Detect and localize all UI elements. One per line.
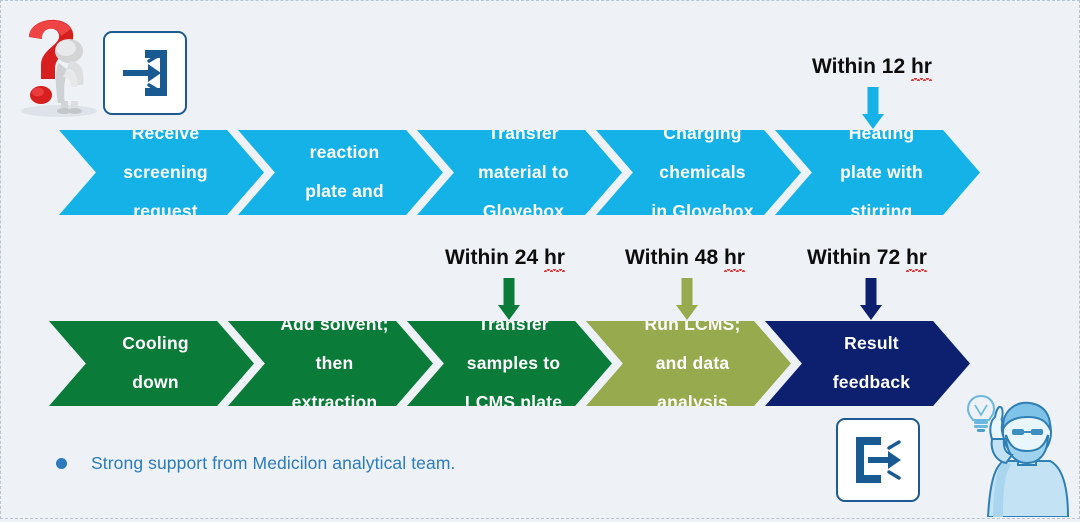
bullet-dot-icon — [56, 458, 67, 469]
step-result-feedback[interactable]: Result feedback — [765, 321, 970, 406]
step-label: Prepare reaction plate and vials — [305, 102, 384, 241]
step-charging-chemicals-in-glovebox[interactable]: Charging chemicals in Glovebox — [596, 130, 801, 215]
login-import-icon — [123, 50, 167, 96]
bearded-person-pointing-up-icon — [956, 399, 1080, 518]
timing-48hr-unit: hr — [723, 246, 745, 272]
timing-12hr-arrow — [861, 87, 885, 129]
step-prepare-reaction-plate-and-vials[interactable]: Prepare reaction plate and vials — [238, 130, 443, 215]
step-label: Run LCMS; and data analysis — [644, 313, 741, 412]
timing-72hr-prefix: Within 72 — [807, 246, 906, 269]
step-transfer-material-to-glovebox[interactable]: Transfer material to Glovebox — [417, 130, 622, 215]
timing-12hr-unit: hr — [910, 55, 932, 81]
timing-24hr-prefix: Within 24 — [445, 246, 544, 269]
logout-export-icon — [856, 437, 901, 483]
step-heating-plate-with-stirring[interactable]: Heating plate with stirring — [775, 130, 980, 215]
timing-24hr-label: Within 24 hr — [445, 246, 565, 272]
timing-72hr-label: Within 72 hr — [807, 246, 927, 272]
lightbulb-icon — [964, 393, 998, 433]
timing-12hr-label: Within 12 hr — [812, 55, 932, 81]
timing-48hr-prefix: Within 48 — [625, 246, 724, 269]
step-label: Charging chemicals in Glovebox — [651, 122, 754, 221]
step-receive-screening-request[interactable]: Receive screening request — [59, 130, 264, 215]
step-cooling-down[interactable]: Cooling down — [49, 321, 254, 406]
timing-48hr-arrow — [675, 278, 699, 320]
step-label: Transfer material to Glovebox — [478, 122, 569, 221]
login-import-icon-box[interactable] — [103, 31, 187, 115]
step-label: Transfer samples to LCMS plate — [464, 313, 563, 412]
step-label: Receive screening request — [123, 122, 208, 221]
timing-24hr-arrow — [497, 278, 521, 320]
step-transfer-samples-to-lcms-plate[interactable]: Transfer samples to LCMS plate — [407, 321, 612, 406]
step-label: Add solvent; then extraction — [280, 313, 389, 412]
step-label: Cooling down — [122, 333, 189, 393]
timing-72hr-unit: hr — [905, 246, 927, 272]
timing-24hr-unit: hr — [543, 246, 565, 272]
step-add-solvent-then-extraction[interactable]: Add solvent; then extraction — [228, 321, 433, 406]
question-mark-person-icon — [11, 7, 103, 119]
footnote-text: Strong support from Medicilon analytical… — [91, 453, 456, 473]
step-label: Result feedback — [832, 333, 911, 393]
logout-export-icon-box[interactable] — [836, 418, 920, 502]
timing-48hr-label: Within 48 hr — [625, 246, 745, 272]
footnote-row: Strong support from Medicilon analytical… — [56, 453, 456, 474]
step-run-lcms-and-data-analysis[interactable]: Run LCMS; and data analysis — [586, 321, 791, 406]
step-label: Heating plate with stirring — [840, 122, 923, 221]
timing-72hr-arrow — [859, 278, 883, 320]
timing-12hr-prefix: Within 12 — [812, 55, 911, 78]
